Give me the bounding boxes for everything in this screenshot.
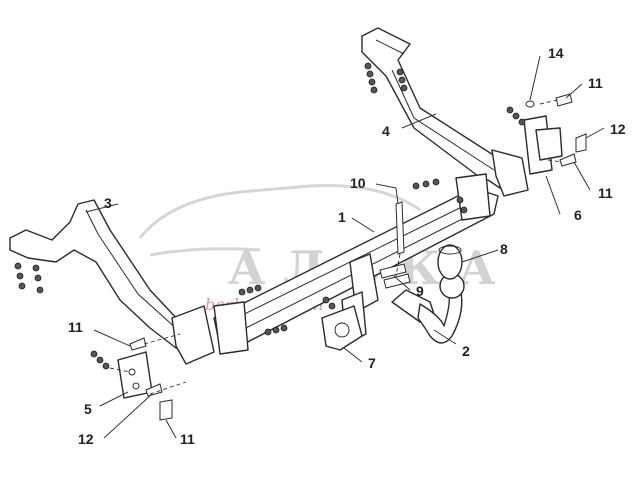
callout-9: 9: [416, 283, 424, 299]
callout-6: 6: [574, 207, 582, 223]
callout-5: 5: [84, 401, 92, 417]
left-bolts: [90, 333, 187, 421]
callout-8: 8: [500, 241, 508, 257]
watermark-car-underline: [149, 247, 261, 257]
callout-7: 7: [368, 355, 376, 371]
left-side-bracket: [9, 199, 215, 365]
neck-bolts: [379, 263, 411, 289]
callout-4: 4: [382, 123, 390, 139]
right-bolts: [506, 93, 587, 167]
right-side-bracket: [361, 27, 529, 197]
callout-11-right-bottom: 11: [598, 185, 613, 201]
callout-11-left-bottom: 11: [180, 431, 195, 447]
crossbar-bolt: [395, 201, 405, 277]
callout-11-left-top: 11: [68, 319, 83, 335]
callout-2: 2: [462, 343, 470, 359]
leader-lines: [85, 55, 605, 439]
right-plate: [523, 115, 563, 175]
bracket-nuts: [14, 62, 468, 336]
tow-ball-neck: [391, 273, 465, 344]
ball-cap: [437, 244, 463, 280]
callout-12-left: 12: [78, 431, 94, 447]
callout-3: 3: [104, 195, 112, 211]
callout-14: 14: [548, 45, 564, 61]
callout-10: 10: [350, 175, 366, 191]
socket-plate: [321, 305, 363, 351]
callout-11-right-top: 11: [588, 75, 603, 91]
callouts: 1 2 3 4 5 6 7 8 9 10 11 11 11 11 12 12 1…: [68, 45, 626, 447]
watermark-car-outline: [138, 184, 421, 239]
callout-1: 1: [338, 209, 346, 225]
callout-12-right: 12: [610, 121, 626, 137]
